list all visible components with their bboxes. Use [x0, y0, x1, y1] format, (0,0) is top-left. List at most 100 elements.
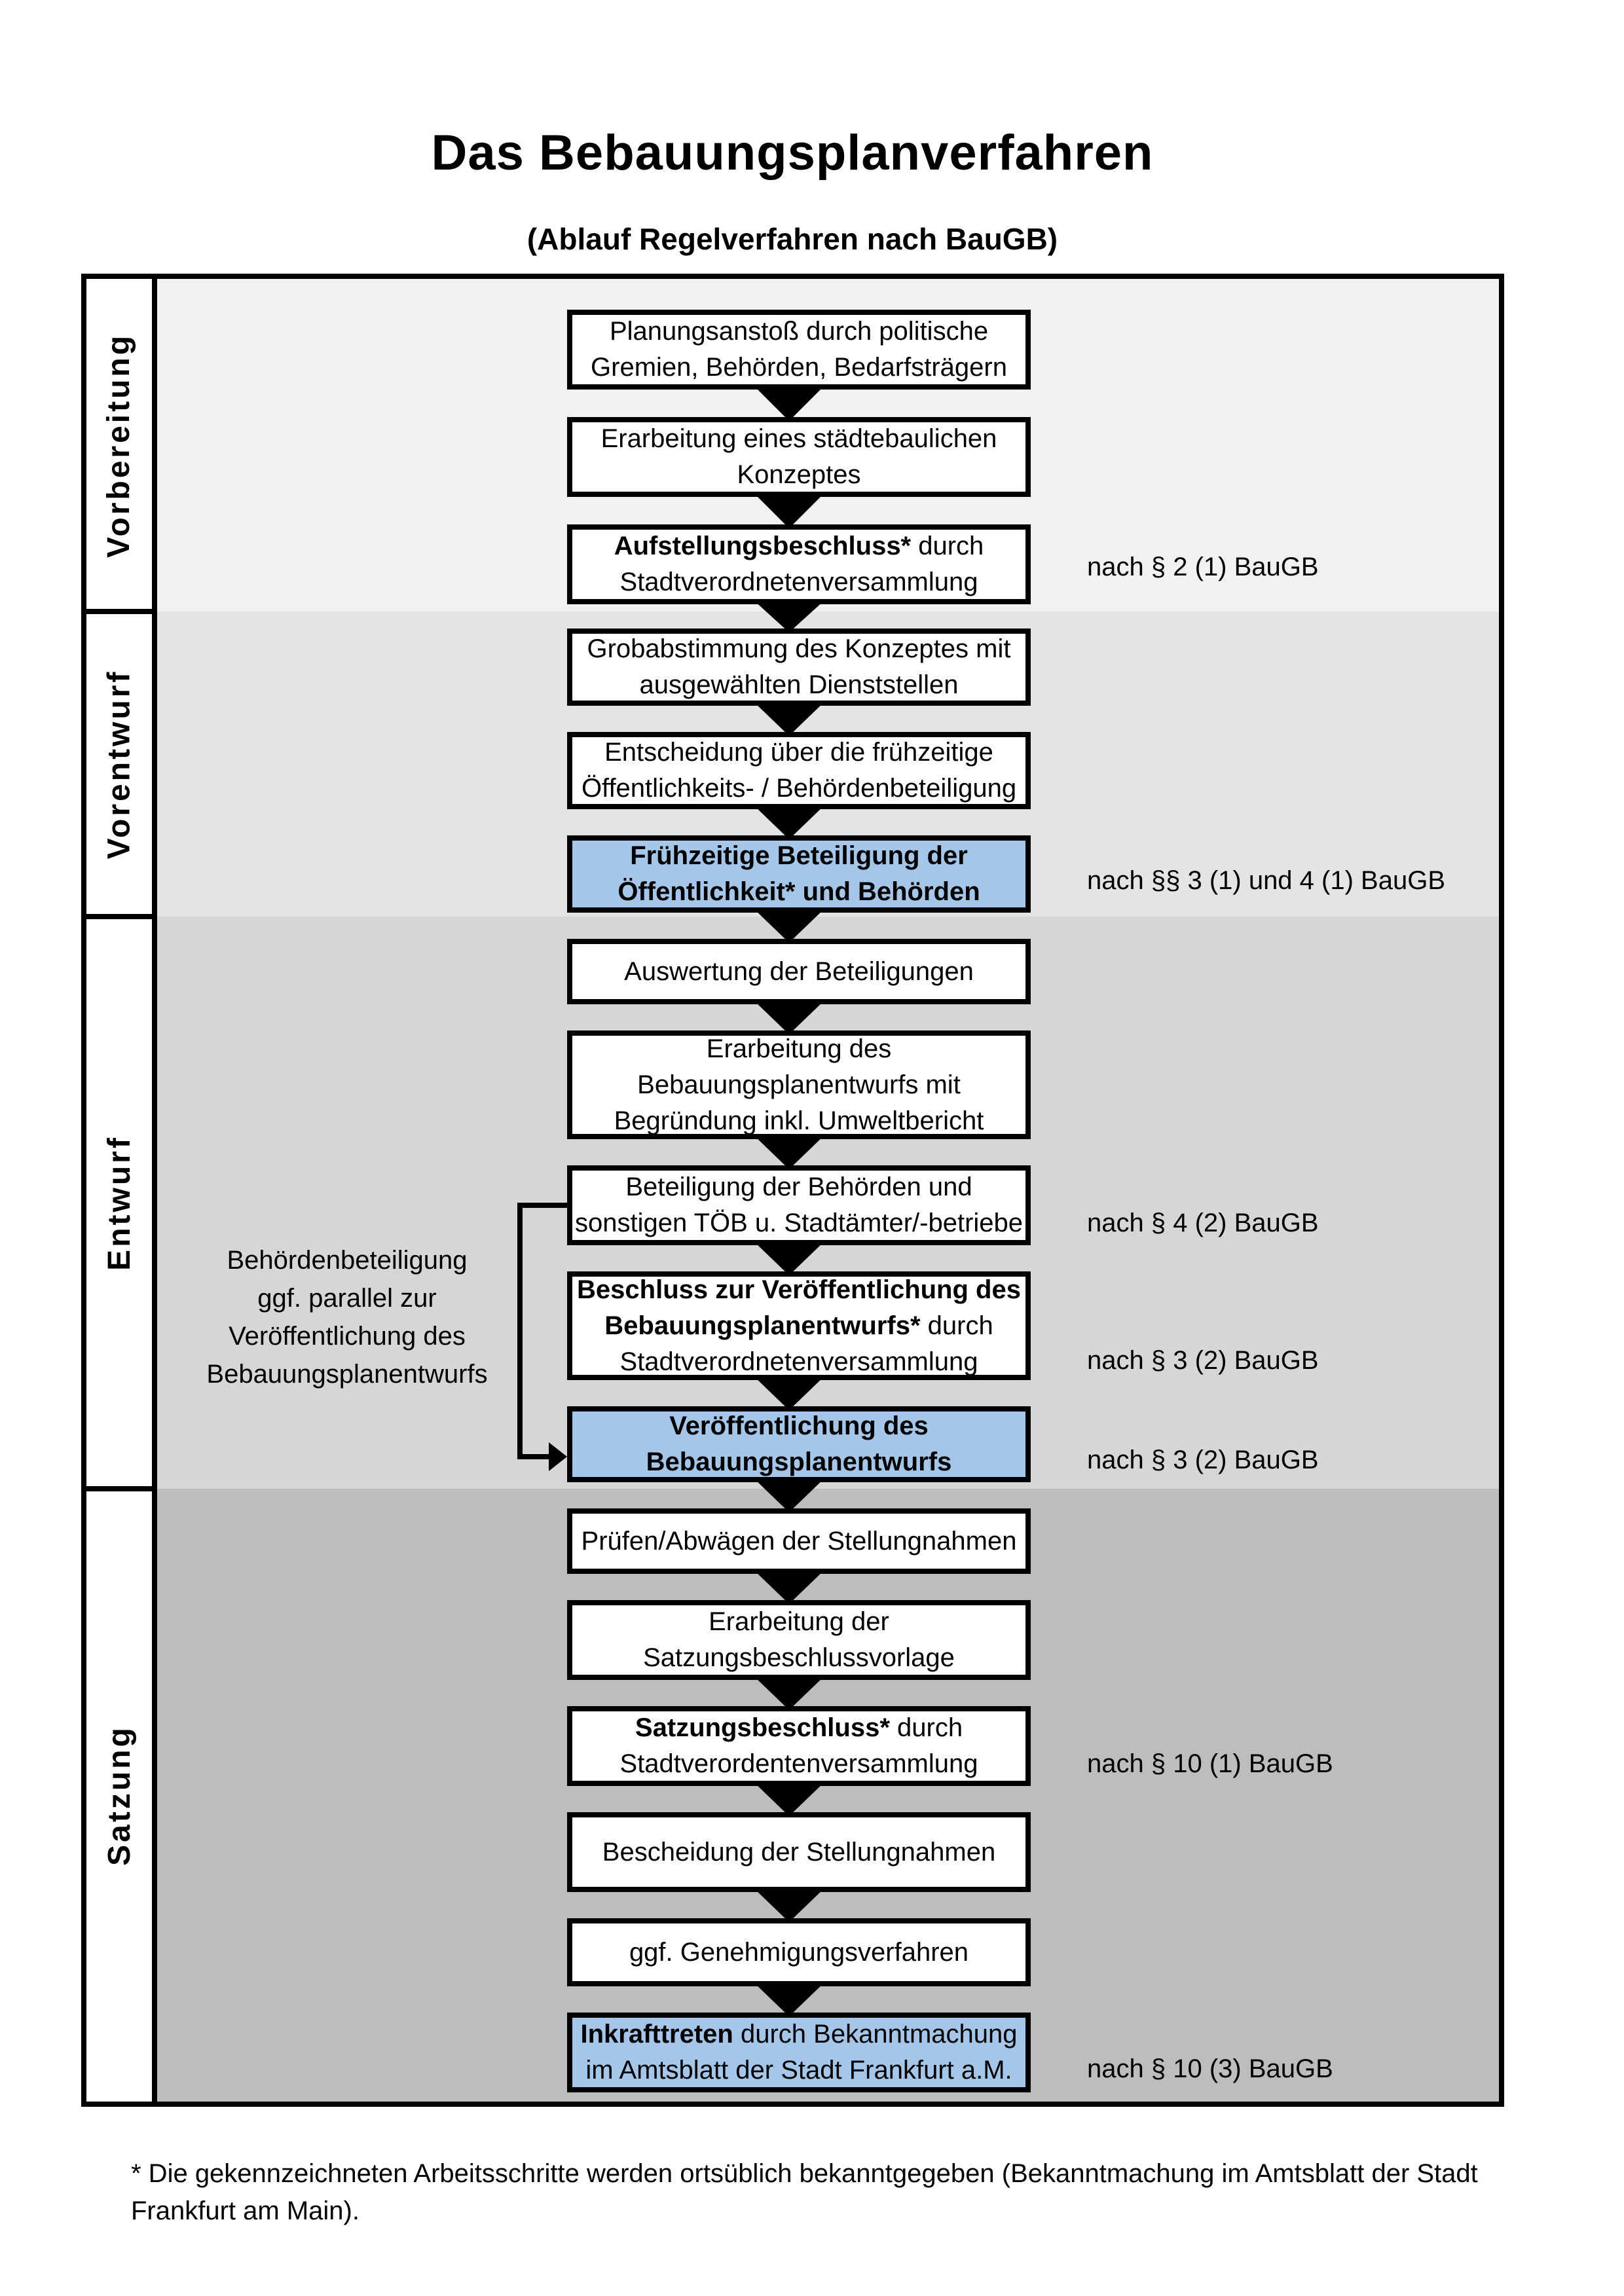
side-note-behoerdenbeteiligung: Behördenbeteiligung ggf. parallel zur Ve… — [168, 1241, 526, 1393]
box-text-segment: durch Bekanntmachung — [733, 2020, 1018, 2049]
phase-column-divider — [152, 279, 157, 2102]
side-note-line: ggf. parallel zur — [257, 1284, 437, 1313]
box-text-line: Frühzeitige Beteiligung der — [630, 838, 968, 874]
box-text-segment: Prüfen/Abwägen der Stellungnahmen — [581, 1526, 1017, 1556]
box-text-line: Öffentlichkeit* und Behörden — [618, 874, 980, 910]
flow-arrow-down-icon — [754, 1241, 824, 1275]
box-text-line: Inkrafttreten durch Bekanntmachung — [580, 2016, 1017, 2052]
phase-label-satzung: Satzung — [86, 1489, 152, 2102]
connector-line-vertical — [517, 1203, 523, 1459]
box-text-line: Erarbeitung eines städtebaulichen — [601, 421, 997, 457]
law-reference: nach § 10 (1) BauGB — [1087, 1749, 1333, 1778]
box-text-line: Konzeptes — [737, 457, 860, 493]
box-text-line: im Amtsblatt der Stadt Frankfurt a.M. — [585, 2052, 1012, 2088]
law-reference: nach § 3 (2) BauGB — [1087, 1446, 1319, 1474]
box-text-segment: Frühzeitige Beteiligung der — [630, 841, 968, 870]
box-text-line: Grobabstimmung des Konzeptes mit — [587, 631, 1011, 667]
box-text-segment: Inkrafttreten — [580, 2020, 733, 2049]
phase-label-text: Entwurf — [101, 1135, 137, 1271]
box-text-line: Öffentlichkeits- / Behördenbeteiligung — [581, 771, 1016, 807]
box-text-segment: im Amtsblatt der Stadt Frankfurt a.M. — [585, 2056, 1012, 2085]
box-text-line: Entscheidung über die frühzeitige — [604, 735, 993, 771]
law-reference: nach §§ 3 (1) und 4 (1) BauGB — [1087, 866, 1445, 895]
box-text-segment: Entscheidung über die frühzeitige — [604, 738, 993, 767]
side-note-line: Behördenbeteiligung — [227, 1246, 468, 1275]
law-reference: nach § 4 (2) BauGB — [1087, 1209, 1319, 1237]
box-text-line: Gremien, Behörden, Bedarfsträgern — [591, 350, 1007, 386]
connector-arrow-right-icon — [549, 1442, 567, 1471]
box-text-segment: durch — [920, 1311, 993, 1340]
flow-box-inkrafttreten: Inkrafttreten durch Bekanntmachung im Amt… — [567, 2013, 1031, 2092]
flow-arrow-down-icon — [754, 805, 824, 839]
box-text-segment: durch — [911, 532, 984, 560]
box-text-line: Erarbeitung der — [709, 1604, 889, 1640]
flow-arrow-down-icon — [754, 1135, 824, 1169]
box-text-segment: Beteiligung der Behörden und — [625, 1173, 972, 1201]
box-text-line: Prüfen/Abwägen der Stellungnahmen — [581, 1523, 1017, 1559]
box-text-segment: Grobabstimmung des Konzeptes mit — [587, 634, 1011, 663]
box-text-segment: Planungsanstoß durch politische — [609, 317, 989, 346]
phase-label-text: Vorentwurf — [101, 669, 137, 859]
law-reference: nach § 2 (1) BauGB — [1087, 553, 1319, 581]
flow-box-auswertung-beteiligungen: Auswertung der Beteiligungen — [567, 939, 1031, 1004]
box-text-line: Aufstellungsbeschluss* durch — [614, 528, 984, 564]
connector-line-top — [517, 1203, 567, 1208]
side-note-line: Veröffentlichung des — [229, 1322, 466, 1351]
box-text-line: ausgewählten Dienststellen — [640, 667, 959, 703]
box-text-segment: Bescheidung der Stellungnahmen — [602, 1837, 996, 1867]
box-text-line: Beteiligung der Behörden und — [625, 1169, 972, 1205]
flow-arrow-down-icon — [754, 1570, 824, 1604]
box-text-line: Satzungsbeschluss* durch — [635, 1710, 963, 1746]
flow-arrow-down-icon — [754, 493, 824, 528]
box-text-line: Beschluss zur Veröffentlichung des — [577, 1272, 1021, 1308]
box-text-line: Erarbeitung des — [707, 1031, 891, 1067]
box-text-segment: ggf. Genehmigungsverfahren — [629, 1937, 969, 1967]
flow-arrow-down-icon — [754, 702, 824, 736]
phase-label-vorentwurf: Vorentwurf — [86, 611, 152, 917]
box-text-segment: Satzungsbeschlussvorlage — [643, 1643, 955, 1672]
phase-divider — [86, 609, 152, 614]
box-text-segment: Auswertung der Beteiligungen — [624, 957, 974, 986]
footnote: * Die gekennzeichneten Arbeitsschritte w… — [131, 2159, 1478, 2225]
flow-box-bescheidung-stellungnahmen: Bescheidung der Stellungnahmen — [567, 1812, 1031, 1892]
box-text-segment: Veröffentlichung des — [669, 1412, 929, 1440]
box-text-line: ggf. Genehmigungsverfahren — [629, 1935, 969, 1971]
phase-label-entwurf: Entwurf — [86, 917, 152, 1489]
box-text-segment: Stadtverordnetenversammlung — [619, 1347, 978, 1376]
box-text-line: Bebauungsplanentwurfs mit — [637, 1067, 961, 1103]
box-text-segment: Aufstellungsbeschluss* — [614, 532, 912, 560]
box-text-line: Bebauungsplanentwurfs — [646, 1444, 952, 1480]
phase-band-satzung — [157, 1489, 1499, 2102]
flow-box-pruefen-abwaegen: Prüfen/Abwägen der Stellungnahmen — [567, 1508, 1031, 1574]
box-text-segment: durch — [889, 1713, 963, 1742]
box-text-segment: Öffentlichkeits- / Behördenbeteiligung — [581, 774, 1017, 803]
box-text-segment: Beschluss zur Veröffentlichung des — [577, 1275, 1021, 1304]
box-text-line: Auswertung der Beteiligungen — [624, 954, 974, 990]
phase-label-text: Satzung — [101, 1724, 137, 1866]
connector-line-bottom — [517, 1454, 550, 1459]
phase-divider — [86, 914, 152, 919]
box-text-segment: Bebauungsplanentwurfs* — [604, 1311, 921, 1340]
box-text-line: sonstigen TÖB u. Stadtämter/-betriebe — [575, 1205, 1023, 1241]
flow-box-genehmigungsverfahren: ggf. Genehmigungsverfahren — [567, 1918, 1031, 1986]
flow-arrow-down-icon — [754, 600, 824, 632]
phase-label-text: Vorbereitung — [101, 333, 137, 558]
page-title: Das Bebauungsplanverfahren — [431, 125, 1154, 181]
box-text-segment: Erarbeitung des — [706, 1034, 892, 1063]
phase-divider — [86, 1486, 152, 1491]
page-subtitle: (Ablauf Regelverfahren nach BauGB) — [526, 222, 1058, 256]
box-text-line: Stadtverordentenversammlung — [620, 1746, 978, 1782]
box-text-segment: Erarbeitung eines städtebaulichen — [600, 424, 997, 453]
box-text-segment: Bebauungsplanentwurfs mit — [637, 1070, 961, 1099]
side-note-line: Bebauungsplanentwurfs — [206, 1360, 488, 1389]
box-text-line: Stadtverordnetenversammlung — [620, 1344, 978, 1380]
